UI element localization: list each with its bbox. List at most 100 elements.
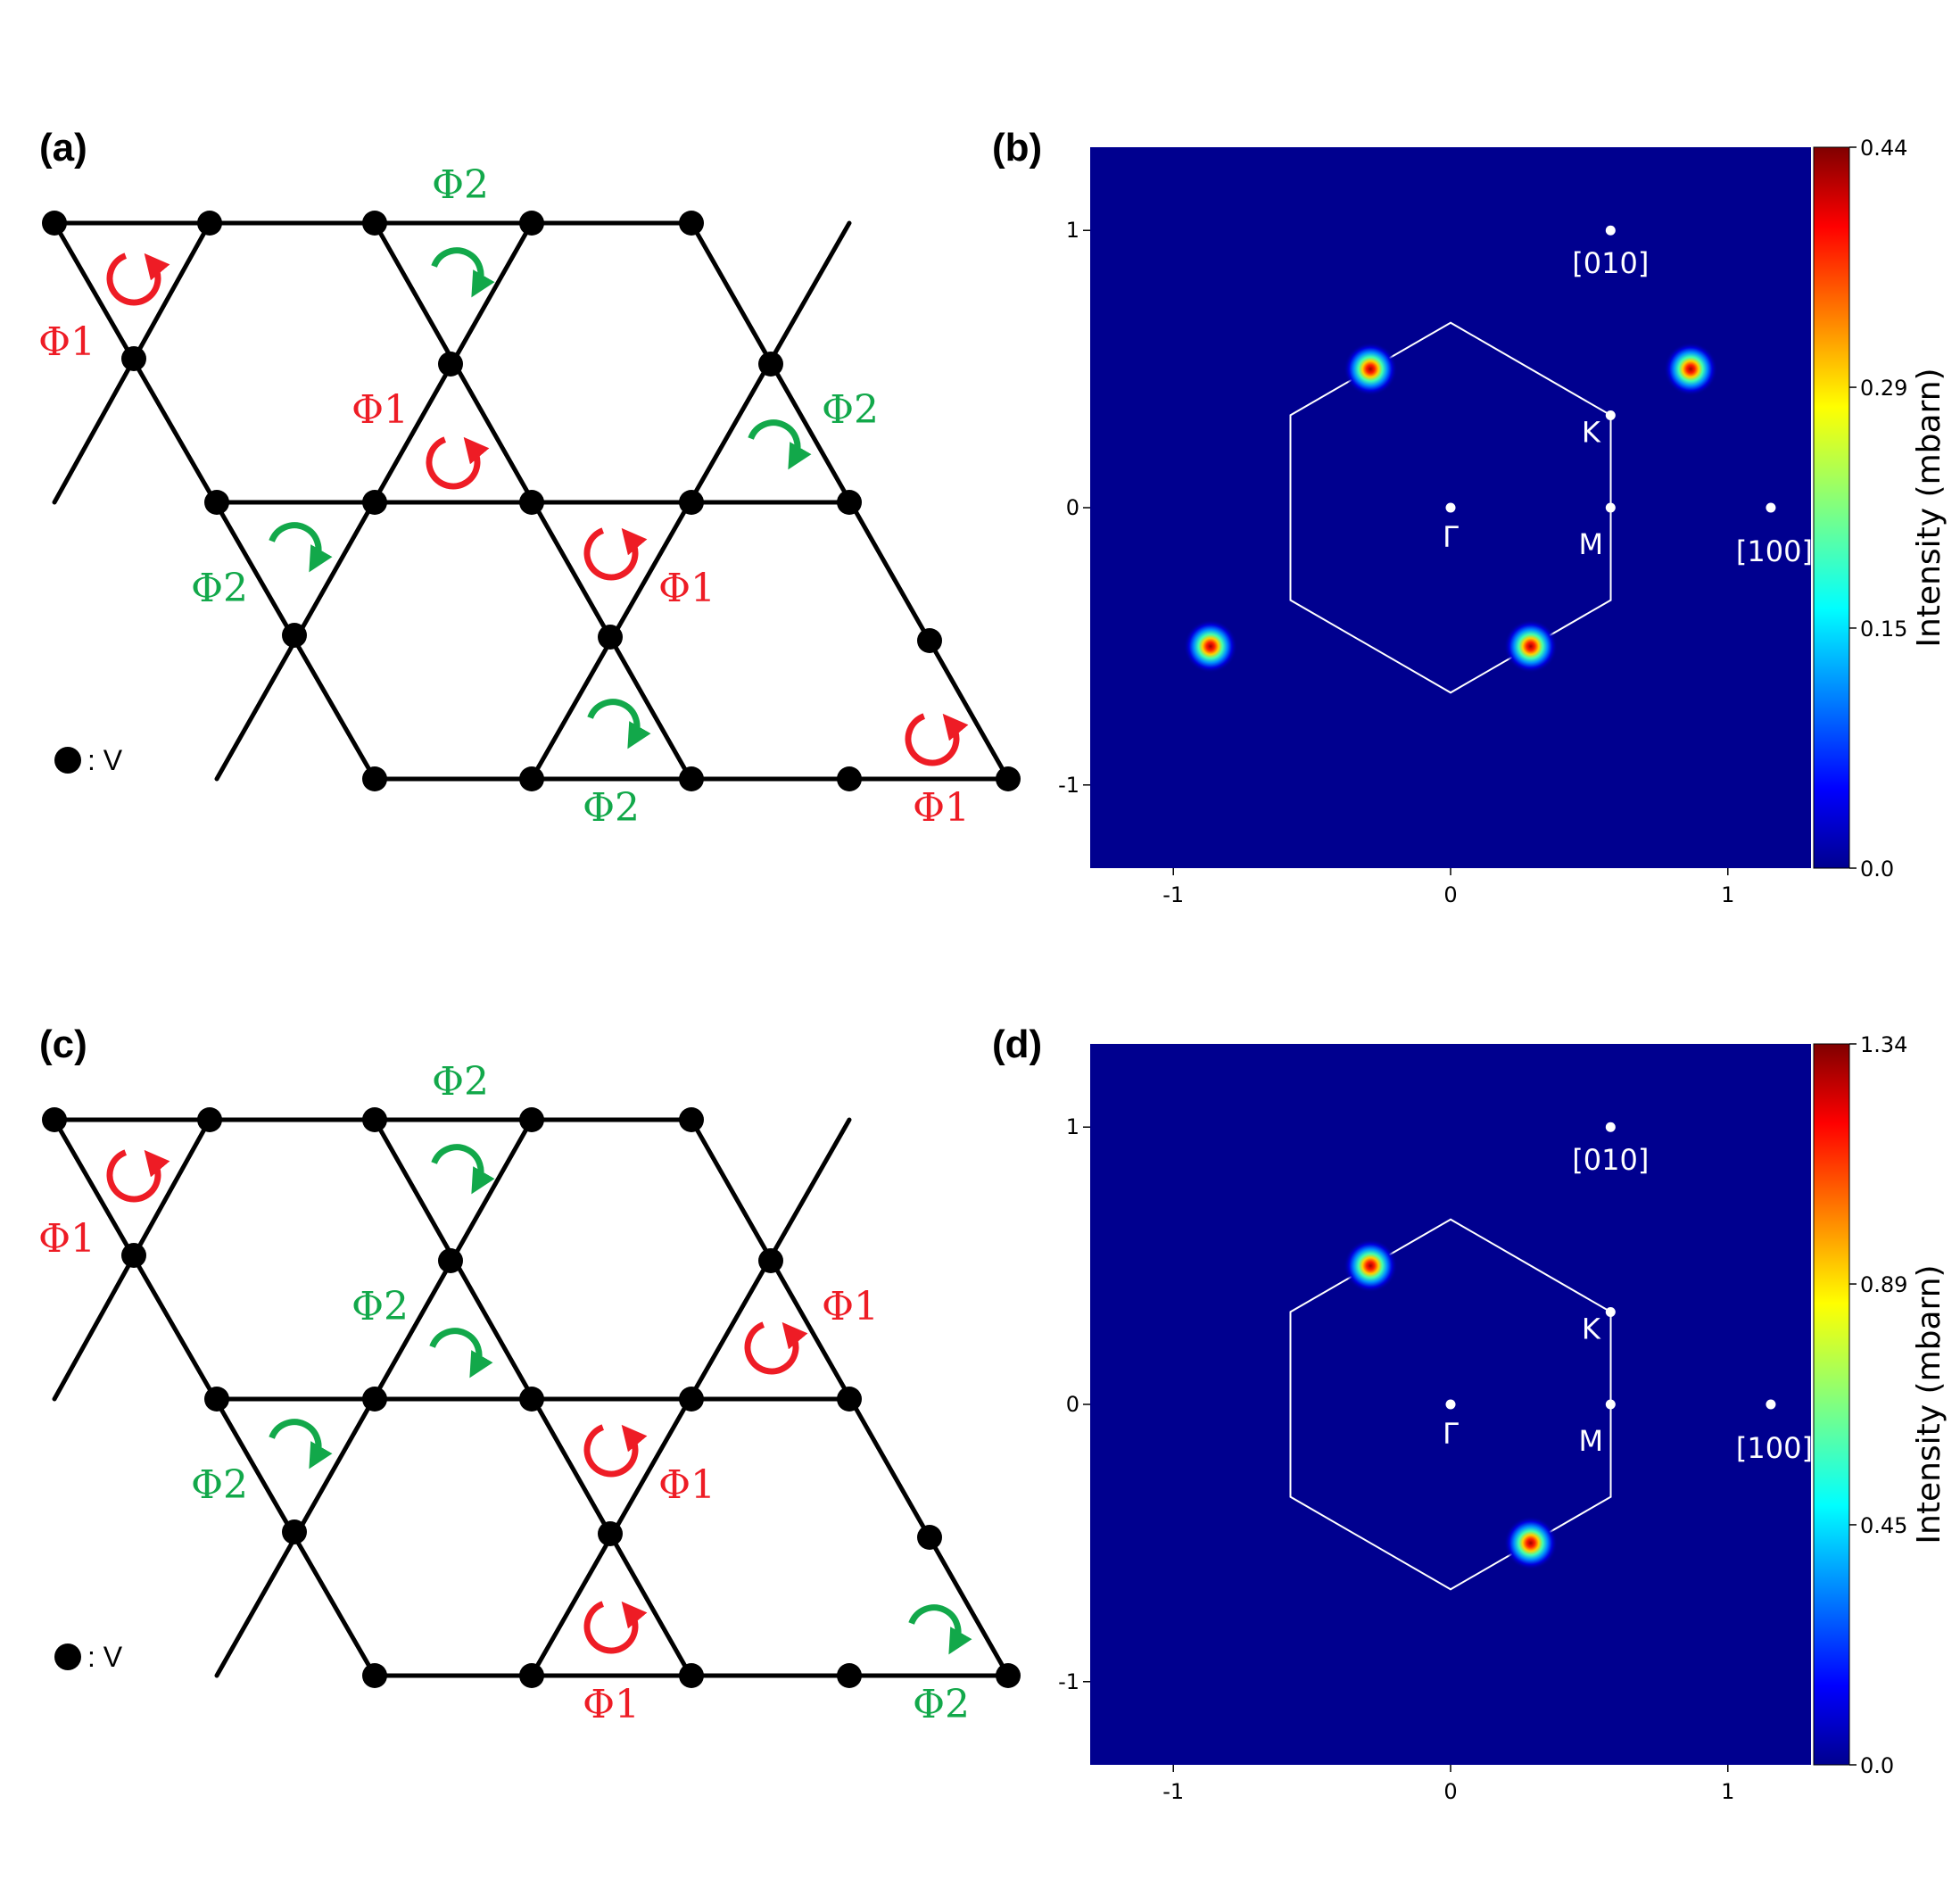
phase-label: Φ2 (432, 162, 489, 208)
vanadium-atom (282, 623, 307, 648)
panel-label: (c) (39, 1023, 87, 1066)
vanadium-atom (758, 352, 783, 377)
phase-label: Φ2 (432, 1059, 489, 1105)
x-tick-label: 0 (1443, 882, 1457, 907)
intensity-peak (1503, 619, 1558, 674)
cw-rotation-arrow-icon (269, 522, 333, 573)
vanadium-atom (197, 211, 222, 236)
vanadium-atom (362, 1663, 387, 1688)
x-tick-label: 1 (1721, 1779, 1734, 1804)
cw-rotation-arrow-icon (269, 1419, 333, 1470)
symmetry-point (1605, 410, 1616, 421)
vanadium-atom (362, 211, 387, 236)
symmetry-point-label: [010] (1572, 246, 1649, 280)
phase-label: Φ2 (822, 387, 879, 433)
vanadium-atom (758, 1248, 783, 1273)
symmetry-point (1605, 225, 1616, 236)
vanadium-atom (917, 1525, 942, 1550)
vanadium-atom (121, 346, 146, 371)
colorbar-title: Intensity (mbarn) (1911, 1264, 1948, 1544)
vanadium-atom (438, 1248, 463, 1273)
intensity-peak (1344, 1238, 1398, 1293)
vanadium-atom (519, 766, 544, 791)
symmetry-point (1605, 502, 1616, 513)
y-tick-label: 1 (1066, 1114, 1079, 1139)
vanadium-atom (204, 490, 229, 515)
vanadium-atom (837, 490, 862, 515)
x-tick-label: -1 (1162, 1779, 1184, 1804)
ccw-rotation-arrow-icon (905, 713, 969, 766)
ccw-rotation-arrow-icon (426, 436, 490, 490)
intensity-peak (1503, 1516, 1558, 1570)
vanadium-atom (519, 1107, 544, 1132)
vanadium-atom (362, 1107, 387, 1132)
symmetry-point-label: Γ (1443, 520, 1459, 554)
vanadium-atom (282, 1519, 307, 1544)
symmetry-point (1445, 1399, 1456, 1410)
x-tick-label: -1 (1162, 882, 1184, 907)
phase-label: Φ1 (38, 319, 95, 365)
vanadium-atom (519, 490, 544, 515)
intensity-peak (1344, 342, 1398, 396)
cw-rotation-arrow-icon (431, 247, 495, 298)
legend-atom-icon (54, 1643, 81, 1670)
colorbar-tick-label: 0.45 (1860, 1513, 1907, 1538)
vanadium-atom (679, 490, 704, 515)
vanadium-atom (519, 1387, 544, 1412)
colorbar-tick-label: 0.15 (1860, 617, 1907, 642)
vanadium-atom (679, 211, 704, 236)
intensity-peak (1183, 619, 1237, 674)
symmetry-point-label: [100] (1736, 534, 1813, 568)
legend-label: : V (87, 744, 123, 776)
symmetry-point-label: [100] (1736, 1431, 1813, 1465)
symmetry-point-label: M (1579, 527, 1604, 561)
panel-label: (b) (992, 126, 1042, 170)
vanadium-atom (519, 1663, 544, 1688)
x-tick-label: 0 (1443, 1779, 1457, 1804)
x-tick-label: 1 (1721, 882, 1734, 907)
y-tick-label: -1 (1058, 1669, 1079, 1694)
vanadium-atom (996, 1663, 1021, 1688)
ccw-rotation-arrow-icon (744, 1321, 808, 1375)
vanadium-atom (837, 766, 862, 791)
vanadium-atom (837, 1663, 862, 1688)
cw-rotation-arrow-icon (748, 419, 812, 470)
ccw-rotation-arrow-icon (106, 1149, 170, 1203)
phase-label: Φ2 (191, 566, 248, 611)
symmetry-point-label: K (1582, 416, 1601, 450)
vanadium-atom (679, 1663, 704, 1688)
phase-label: Φ2 (583, 785, 640, 831)
panel-label: (d) (992, 1023, 1042, 1066)
symmetry-point-label: Γ (1443, 1417, 1459, 1451)
symmetry-point (1605, 1122, 1616, 1132)
symmetry-point-label: M (1579, 1424, 1604, 1458)
vanadium-atom (121, 1243, 146, 1268)
cw-rotation-arrow-icon (431, 1144, 495, 1195)
y-tick-label: 0 (1066, 495, 1079, 520)
ccw-rotation-arrow-icon (106, 253, 170, 306)
cw-rotation-arrow-icon (587, 699, 651, 749)
colorbar-tick-label: 0.29 (1860, 376, 1907, 401)
vanadium-atom (204, 1387, 229, 1412)
legend-label: : V (87, 1641, 123, 1673)
vanadium-atom (362, 490, 387, 515)
vanadium-atom (996, 766, 1021, 791)
y-tick-label: 1 (1066, 218, 1079, 243)
ccw-rotation-arrow-icon (583, 527, 648, 581)
phase-label: Φ1 (658, 1462, 715, 1508)
y-tick-label: 0 (1066, 1392, 1079, 1417)
phase-label: Φ1 (822, 1284, 879, 1329)
vanadium-atom (598, 625, 623, 650)
vanadium-atom (837, 1387, 862, 1412)
phase-label: Φ1 (38, 1216, 95, 1262)
symmetry-point-label: K (1582, 1312, 1601, 1346)
vanadium-atom (679, 1107, 704, 1132)
cw-rotation-arrow-icon (429, 1328, 493, 1379)
ccw-rotation-arrow-icon (583, 1601, 648, 1654)
